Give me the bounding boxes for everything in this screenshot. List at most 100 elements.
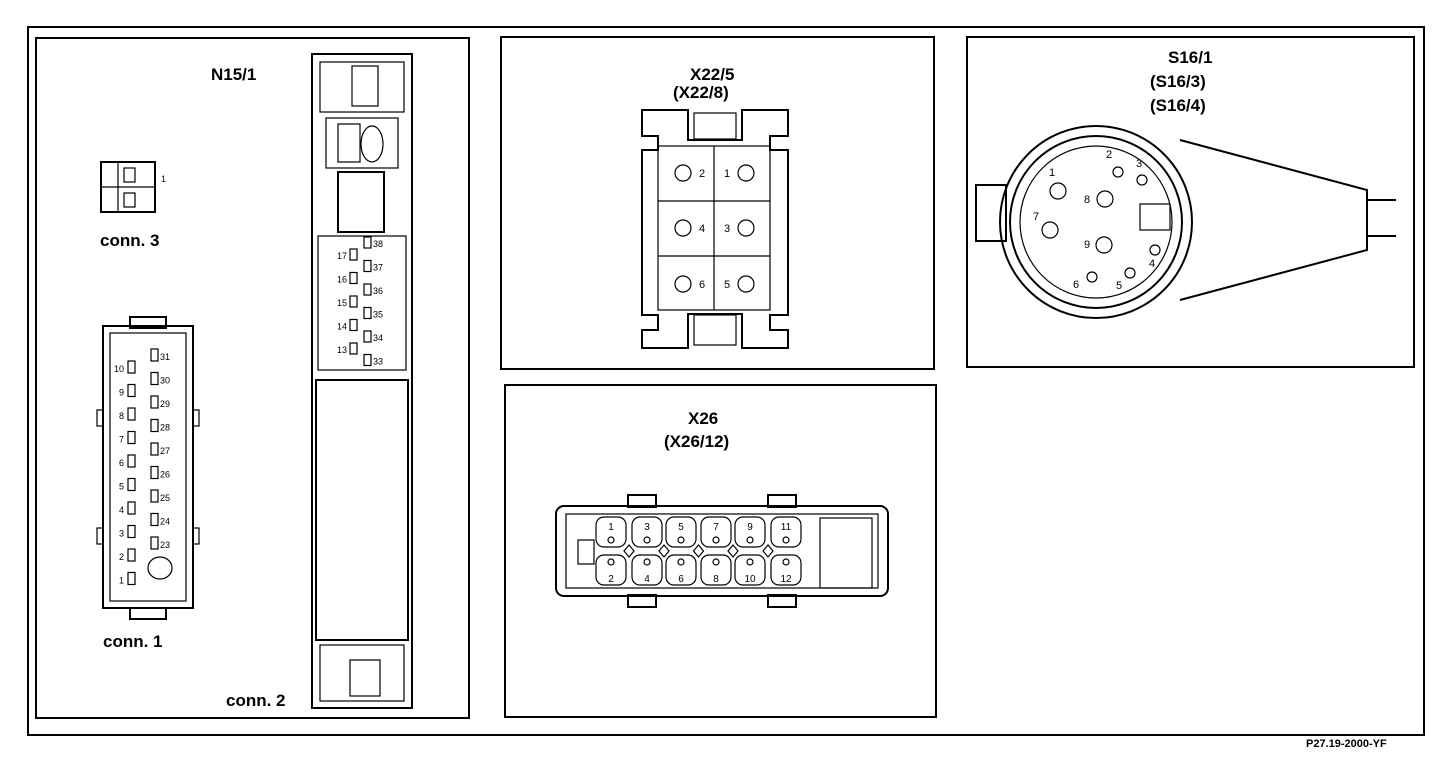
conn2-pin-label: 13 xyxy=(337,345,347,355)
x26-key xyxy=(658,544,670,558)
conn1-pin-label: 4 xyxy=(119,505,124,515)
x26-pin-label: 1 xyxy=(608,522,614,533)
x22-pin xyxy=(737,164,755,182)
x22-pin xyxy=(674,219,692,237)
conn1-pin-label: 2 xyxy=(119,552,124,562)
conn1-pin-label: 9 xyxy=(119,388,124,398)
x22-pin xyxy=(674,275,692,293)
conn1-pin xyxy=(150,465,159,480)
x26-pin-label: 5 xyxy=(678,522,684,533)
conn1-pin xyxy=(127,501,136,515)
s16-pin xyxy=(1041,221,1059,239)
conn2-pin-label: 33 xyxy=(373,357,383,367)
conn2-pin xyxy=(349,295,358,308)
conn1-pin-label: 28 xyxy=(160,423,170,433)
x26-key xyxy=(727,544,739,558)
conn1-pin xyxy=(150,371,159,386)
conn2-pin-label: 36 xyxy=(373,286,383,296)
x26-cavity xyxy=(595,516,627,548)
conn3-pin-label: 1 xyxy=(161,174,166,184)
x22-pin-label: 6 xyxy=(699,279,705,291)
panel-n15-title: N15/1 xyxy=(211,65,256,84)
conn1-pin xyxy=(127,360,136,374)
conn2-pin-label: 15 xyxy=(337,298,347,308)
x26-pin-label: 9 xyxy=(747,522,753,533)
s16-pin-label: 7 xyxy=(1033,211,1039,223)
conn2-pin xyxy=(349,342,358,355)
conn2-pin-label: 37 xyxy=(373,263,383,273)
s16-pin xyxy=(1095,236,1113,254)
x26-pin-label: 12 xyxy=(780,574,792,585)
x26-cavity xyxy=(770,554,802,586)
x26-key xyxy=(623,544,635,558)
x26-cavity xyxy=(700,554,732,586)
conn2-pin-label: 38 xyxy=(373,239,383,249)
x26-cavity xyxy=(734,516,766,548)
s16-pin xyxy=(1149,244,1161,256)
conn1-pin-label: 3 xyxy=(119,529,124,539)
panel-n15-border xyxy=(35,37,470,719)
panel-x26-subtitle: (X26/12) xyxy=(664,432,729,451)
x26-key xyxy=(692,544,705,558)
s16-pin-label: 1 xyxy=(1049,167,1055,179)
panel-x26-title: X26 xyxy=(688,409,718,428)
x22-pin-label: 1 xyxy=(724,168,730,180)
conn2-pin-label: 35 xyxy=(373,310,383,320)
s16-pin xyxy=(1124,267,1136,279)
conn1-pin-label: 5 xyxy=(119,482,124,492)
x26-pin xyxy=(677,558,685,566)
conn1-pin xyxy=(127,454,136,468)
conn2-pin xyxy=(363,283,372,296)
conn3-label: conn. 3 xyxy=(100,231,160,250)
conn1-pin xyxy=(150,512,159,527)
conn2-pin-label: 14 xyxy=(337,322,347,332)
x22-pin-label: 5 xyxy=(724,279,730,291)
conn1-pin xyxy=(127,571,136,586)
x26-cavity xyxy=(665,516,697,548)
x26-cavity xyxy=(665,554,697,586)
x26-pin xyxy=(607,558,615,566)
x22-pin-label: 2 xyxy=(699,168,705,180)
s16-pin-label: 5 xyxy=(1116,280,1122,292)
conn1-pin xyxy=(150,395,159,409)
conn1-pin-label: 7 xyxy=(119,435,124,445)
panel-s16-border xyxy=(966,36,1415,368)
conn1-pin-label: 6 xyxy=(119,458,124,468)
conn1-pin-label: 31 xyxy=(160,352,170,362)
conn2-pin xyxy=(363,236,372,249)
conn1-pin xyxy=(127,407,136,421)
x26-pin xyxy=(677,536,685,544)
conn1-pin-label: 8 xyxy=(119,411,124,421)
conn2-pin xyxy=(363,353,372,367)
panel-x26-border xyxy=(504,384,937,718)
s16-pin xyxy=(1096,190,1114,208)
conn1-pin xyxy=(150,348,159,362)
panel-x22-border xyxy=(500,36,935,370)
panel-s16-title: S16/1 xyxy=(1168,48,1212,67)
conn1-pin xyxy=(150,489,159,503)
x26-pin-label: 6 xyxy=(678,574,684,585)
conn1-pin xyxy=(127,477,136,492)
x26-pin-label: 4 xyxy=(644,574,650,585)
x26-pin xyxy=(746,536,754,544)
outer-frame xyxy=(27,26,1425,736)
conn2-pin xyxy=(363,259,372,273)
conn1-pin xyxy=(150,418,159,433)
conn1-pin xyxy=(127,524,136,539)
conn2-pin xyxy=(349,248,358,261)
x26-pin-label: 7 xyxy=(713,522,719,533)
x26-pin-label: 3 xyxy=(644,522,650,533)
conn1-pin xyxy=(127,383,136,398)
conn2-pin-label: 34 xyxy=(373,333,383,343)
conn2-pin-label: 16 xyxy=(337,275,347,285)
x22-pin xyxy=(674,164,692,182)
